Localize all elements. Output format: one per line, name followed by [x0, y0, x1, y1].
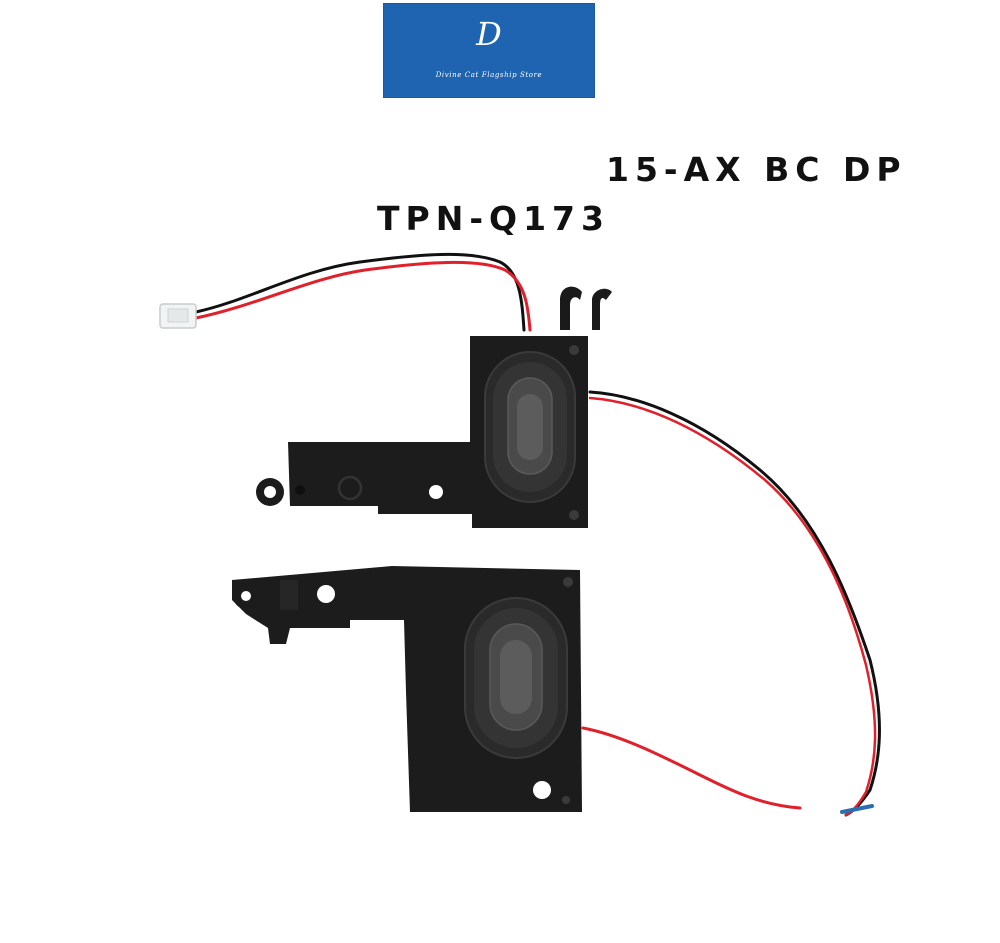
- store-logo-tagline: Divine Cat Flagship Store: [435, 71, 543, 79]
- top-speaker-cable: [194, 252, 532, 332]
- bottom-speaker: [232, 566, 582, 812]
- product-model-label: TPN-Q173: [377, 199, 610, 238]
- cable-connector: [159, 303, 197, 329]
- store-logo: D Divine Cat Flagship Store: [383, 3, 595, 98]
- top-speaker: [256, 286, 612, 528]
- bottom-speaker-cable: [581, 390, 881, 817]
- product-series-label: 15-AX BC DP: [606, 150, 907, 189]
- store-logo-mark: D: [476, 15, 502, 53]
